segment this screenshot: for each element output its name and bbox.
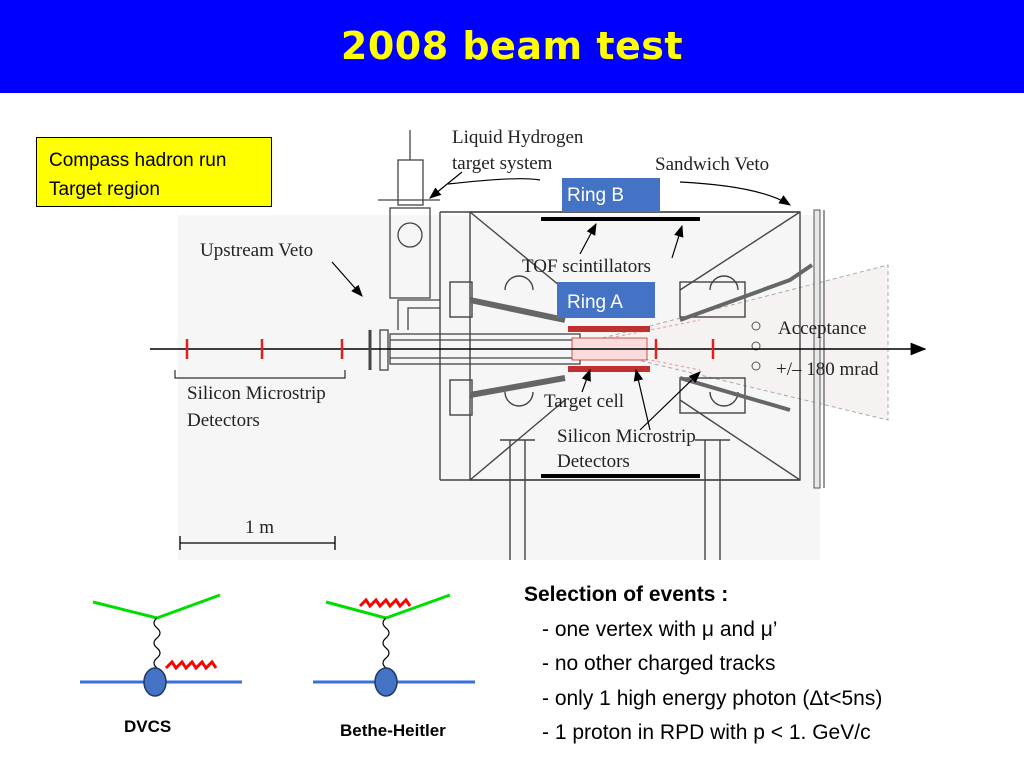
- label-target-cell: Target cell: [544, 391, 624, 412]
- bh-lepton-out: [385, 593, 451, 620]
- bh-proton-blob: [374, 667, 398, 697]
- label-tof: TOF scintillators: [522, 256, 651, 277]
- ring-b-box: [562, 178, 660, 212]
- selection-list: Selection of events : - one vertex with …: [524, 578, 1004, 751]
- title-bar: [0, 0, 1024, 93]
- label-si-left-2: Detectors: [187, 410, 260, 431]
- feynman-bh: [313, 593, 475, 697]
- label-scale: 1 m: [245, 517, 274, 538]
- selection-item: - one vertex with μ and μ’: [542, 617, 778, 641]
- bh-real-photon: [358, 597, 412, 609]
- slide-title: 2008 beam test: [340, 24, 684, 68]
- silicon-bracket: [174, 370, 346, 379]
- dvcs-real-photon: [164, 659, 218, 671]
- label-lh2-2: target system: [452, 153, 553, 174]
- note-box: Compass hadron run Target region: [36, 137, 272, 207]
- label-acceptance: Acceptance: [778, 318, 867, 339]
- target-system: [378, 130, 581, 371]
- ring-a-label: Ring A: [567, 292, 623, 313]
- selection-header: Selection of events :: [524, 583, 729, 606]
- leader-lines: [331, 171, 792, 431]
- dvcs-lepton-in: [92, 600, 158, 620]
- selection-item: - no other charged tracks: [542, 652, 776, 675]
- ring-a-lower: [568, 366, 650, 372]
- label-upstream-veto: Upstream Veto: [200, 240, 313, 261]
- acceptance-cone: [574, 264, 889, 421]
- bh-virtual-photon: [382, 617, 390, 669]
- feynman-dvcs: [80, 593, 242, 697]
- label-si-right-2: Detectors: [557, 451, 630, 472]
- selection-item: - 1 proton in RPD with p < 1. GeV/c: [542, 721, 871, 744]
- rpd-vessel: [439, 211, 801, 560]
- label-lh2-1: Liquid Hydrogen: [452, 127, 584, 148]
- note-line-1: Compass hadron run: [49, 150, 227, 171]
- ring-a-box: [557, 282, 655, 318]
- bh-label: Bethe-Heitler: [340, 721, 446, 740]
- label-mrad: +/– 180 mrad: [776, 359, 879, 380]
- dvcs-virtual-photon: [153, 617, 161, 669]
- note-line-2: Target region: [49, 179, 160, 200]
- silicon-markers: [185, 339, 715, 359]
- ring-b-label: Ring B: [567, 185, 624, 206]
- label-si-right-1: Silicon Microstrip: [557, 426, 696, 447]
- dvcs-lepton-out: [156, 593, 221, 620]
- bh-lepton-in: [325, 600, 387, 620]
- label-sandwich-veto: Sandwich Veto: [655, 154, 769, 175]
- ring-a-upper: [568, 326, 650, 332]
- scale-bar: [179, 536, 336, 550]
- dvcs-label: DVCS: [124, 717, 172, 736]
- selection-item: - only 1 high energy photon (Δt<5ns): [542, 686, 883, 710]
- label-si-left-1: Silicon Microstrip: [187, 383, 326, 404]
- tubes: [469, 297, 566, 398]
- dvcs-proton-blob: [143, 667, 167, 697]
